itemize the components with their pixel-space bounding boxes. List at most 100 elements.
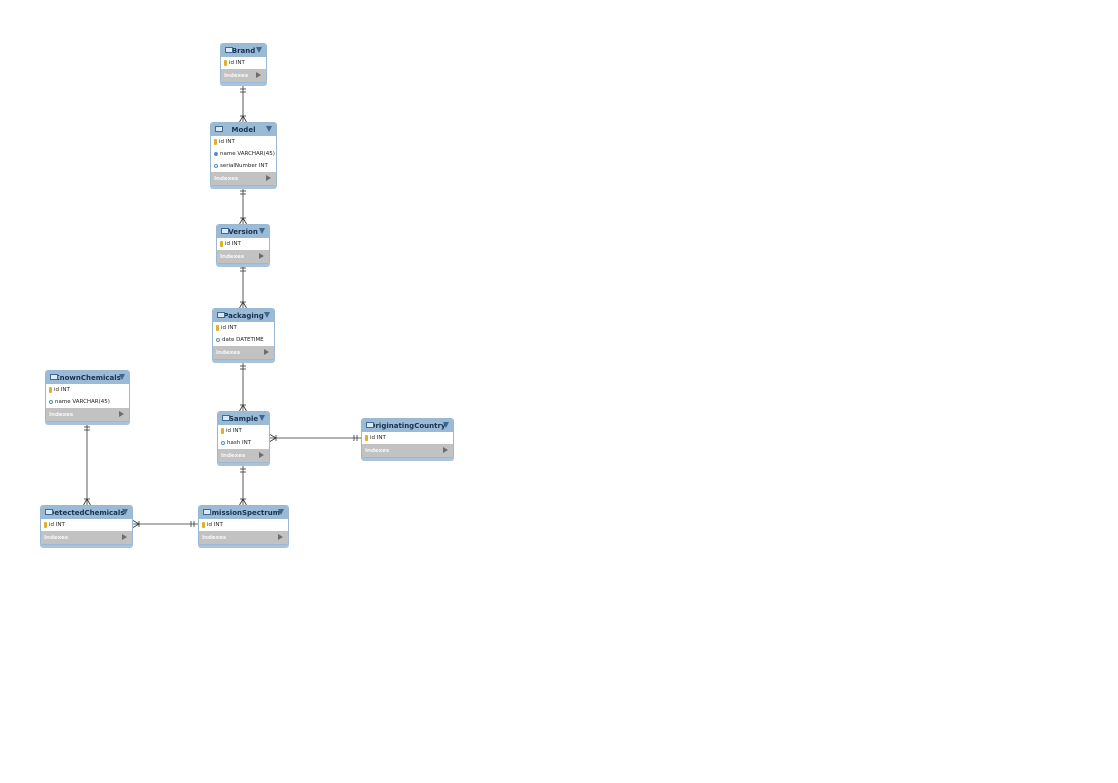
table-packaging[interactable]: Packaging id INT date DATETIME Indexes [212,308,275,360]
indexes-label: Indexes [49,411,74,418]
table-known-chemicals[interactable]: KnownChemicals id INT name VARCHAR(45) I… [45,370,130,422]
table-header[interactable]: Version [217,225,269,238]
expand-arrow-icon[interactable] [278,534,283,540]
table-header[interactable]: Brand [221,44,266,57]
table-header[interactable]: EmissionSpectrum [199,506,288,519]
expand-arrow-icon[interactable] [259,253,264,259]
collapse-arrow-icon[interactable] [119,374,125,380]
column-row[interactable]: name VARCHAR(45) [211,148,276,160]
column-row[interactable]: id INT [46,384,129,396]
column-row[interactable]: id INT [362,432,453,444]
indexes-section[interactable]: Indexes [199,531,288,544]
not-null-column-icon [214,152,218,156]
table-name: KnownChemicals [54,373,121,382]
expand-arrow-icon[interactable] [259,452,264,458]
expand-arrow-icon[interactable] [443,447,448,453]
nullable-column-icon [214,164,218,168]
column-row[interactable]: id INT [217,238,269,250]
column-label: id INT [219,139,235,145]
column-row[interactable]: serialNumber INT [211,160,276,172]
nullable-column-icon [216,338,220,342]
expand-arrow-icon[interactable] [264,349,269,355]
indexes-label: Indexes [216,349,241,356]
relationship-brand-model [239,85,247,123]
table-originating-country[interactable]: OriginatingCountry id INT Indexes [361,418,454,458]
indexes-label: Indexes [365,447,390,454]
table-header[interactable]: Model [211,123,276,136]
indexes-section[interactable]: Indexes [217,250,269,263]
collapse-arrow-icon[interactable] [278,509,284,515]
table-brand[interactable]: Brand id INT Indexes [220,43,267,83]
table-icon [217,312,225,318]
indexes-section[interactable]: Indexes [362,444,453,457]
table-name: Packaging [223,311,264,320]
column-row[interactable]: id INT [41,519,132,531]
collapse-arrow-icon[interactable] [443,422,449,428]
table-header[interactable]: Sample [218,412,269,425]
relationship-packaging-sample [239,362,247,412]
table-header[interactable]: KnownChemicals [46,371,129,384]
expand-arrow-icon[interactable] [122,534,127,540]
table-icon [45,509,53,515]
relationship-emissionspectrum-detectedchemicals [132,520,198,528]
expand-arrow-icon[interactable] [266,175,271,181]
table-name: Version [228,227,258,236]
table-version[interactable]: Version id INT Indexes [216,224,270,264]
column-row[interactable]: id INT [199,519,288,531]
nullable-column-icon [49,400,53,404]
collapse-arrow-icon[interactable] [264,312,270,318]
expand-arrow-icon[interactable] [256,72,261,78]
table-header[interactable]: Packaging [213,309,274,322]
column-label: id INT [49,522,65,528]
table-sample[interactable]: Sample id INT hash INT Indexes [217,411,270,463]
table-name: Brand [231,46,256,55]
table-name: DetectedChemicals [48,508,125,517]
table-name: EmissionSpectrum [206,508,281,517]
column-label: id INT [225,241,241,247]
column-label: id INT [226,428,242,434]
collapse-arrow-icon[interactable] [122,509,128,515]
column-row[interactable]: hash INT [218,437,269,449]
column-row[interactable]: name VARCHAR(45) [46,396,129,408]
primary-key-icon [44,522,47,528]
table-icon [221,228,229,234]
table-emission-spectrum[interactable]: EmissionSpectrum id INT Indexes [198,505,289,545]
indexes-section[interactable]: Indexes [41,531,132,544]
column-row[interactable]: date DATETIME [213,334,274,346]
table-header[interactable]: DetectedChemicals [41,506,132,519]
primary-key-icon [202,522,205,528]
column-label: name VARCHAR(45) [220,151,275,157]
collapse-arrow-icon[interactable] [266,126,272,132]
column-row[interactable]: id INT [213,322,274,334]
indexes-section[interactable]: Indexes [213,346,274,359]
nullable-column-icon [221,441,225,445]
primary-key-icon [49,387,52,393]
collapse-arrow-icon[interactable] [259,228,265,234]
expand-arrow-icon[interactable] [119,411,124,417]
primary-key-icon [214,139,217,145]
table-model[interactable]: Model id INT name VARCHAR(45) serialNumb… [210,122,277,186]
column-row[interactable]: id INT [211,136,276,148]
indexes-section[interactable]: Indexes [46,408,129,421]
indexes-label: Indexes [44,534,69,541]
column-row[interactable]: id INT [221,57,266,69]
column-label: id INT [229,60,245,66]
table-icon [225,47,233,53]
indexes-section[interactable]: Indexes [221,69,266,82]
primary-key-icon [365,435,368,441]
column-label: name VARCHAR(45) [55,399,110,405]
column-row[interactable]: id INT [218,425,269,437]
primary-key-icon [220,241,223,247]
indexes-section[interactable]: Indexes [211,172,276,185]
collapse-arrow-icon[interactable] [259,415,265,421]
table-header[interactable]: OriginatingCountry [362,419,453,432]
collapse-arrow-icon[interactable] [256,47,262,53]
primary-key-icon [224,60,227,66]
indexes-section[interactable]: Indexes [218,449,269,462]
column-label: id INT [207,522,223,528]
table-detected-chemicals[interactable]: DetectedChemicals id INT Indexes [40,505,133,545]
indexes-label: Indexes [202,534,227,541]
column-label: id INT [221,325,237,331]
relationship-model-version [239,188,247,225]
